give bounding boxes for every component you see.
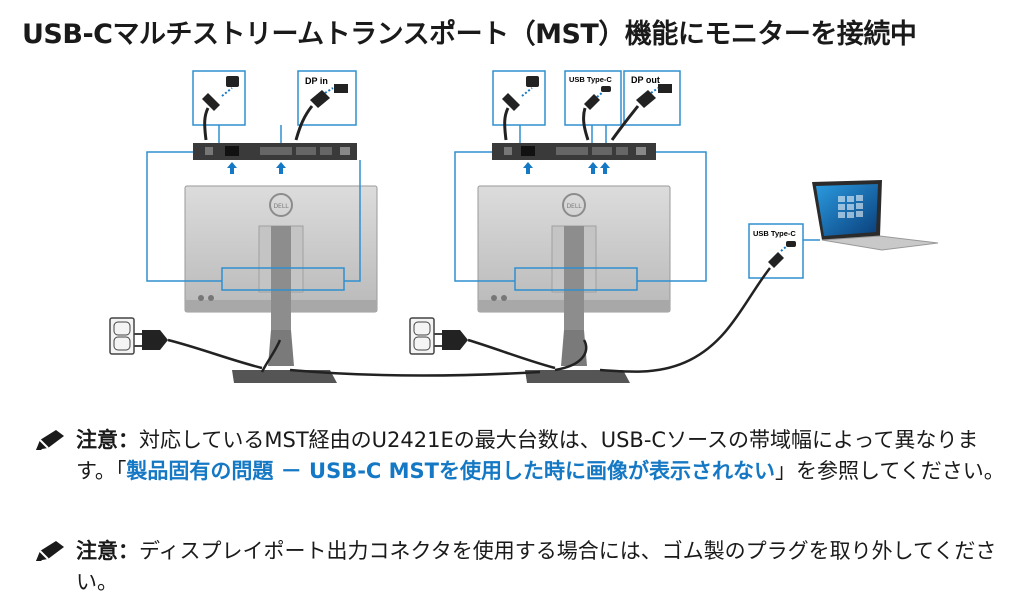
note-text: 対応しているMST経由のU2421Eの最大台数は、USB-Cソースの帯域幅によっ… [76, 428, 979, 483]
usb-type-c-label: USB Type-C [569, 75, 612, 84]
left-port-bar [193, 143, 357, 174]
left-power-callout [192, 70, 246, 143]
dell-logo: DELL [566, 203, 582, 210]
dp-cable [289, 368, 541, 377]
dell-logo: DELL [273, 203, 289, 210]
page-title: USB-Cマルチストリームトランスポート（MST）機能にモニターを接続中 [22, 19, 917, 50]
pencil-note-icon [36, 430, 64, 450]
note-text-after: 」を参照してください。 [775, 459, 1005, 483]
left-cable-route [146, 151, 222, 282]
left-wall-outlet [109, 317, 263, 370]
dp-out-label: DP out [631, 75, 660, 85]
left-monitor: DELL [184, 185, 378, 383]
laptop-usb-c-callout: USB Type-C [748, 223, 820, 279]
right-usb-c-callout: USB Type-C [564, 70, 622, 143]
dp-in-label: DP in [305, 76, 328, 86]
left-dp-in-callout: DP in [280, 70, 357, 143]
usb-type-c-laptop-label: USB Type-C [753, 229, 796, 238]
right-power-callout [492, 70, 546, 143]
note-mst-bandwidth: 注意：対応しているMST経由のU2421Eの最大台数は、USB-Cソースの帯域幅… [34, 425, 1009, 487]
note-label: 注意： [76, 539, 139, 563]
note-label: 注意： [76, 428, 139, 452]
usb-c-cable [599, 267, 771, 373]
known-issue-link[interactable]: 製品固有の問題 － USB-C MSTを使用した時に画像が表示されない [126, 459, 775, 483]
right-port-bar [492, 143, 656, 174]
right-monitor: DELL [477, 185, 671, 383]
pencil-note-icon [36, 541, 64, 561]
connection-diagram: DELL DP in [109, 70, 939, 383]
right-dp-out-callout: DP out [605, 70, 681, 143]
note-text: ディスプレイポート出力コネクタを使用する場合には、ゴム製のプラグを取り外してくだ… [76, 539, 997, 594]
note-dp-out-plug: 注意：ディスプレイポート出力コネクタを使用する場合には、ゴム製のプラグを取り外し… [34, 536, 1009, 598]
right-wall-outlet [409, 317, 556, 370]
laptop [812, 180, 939, 251]
